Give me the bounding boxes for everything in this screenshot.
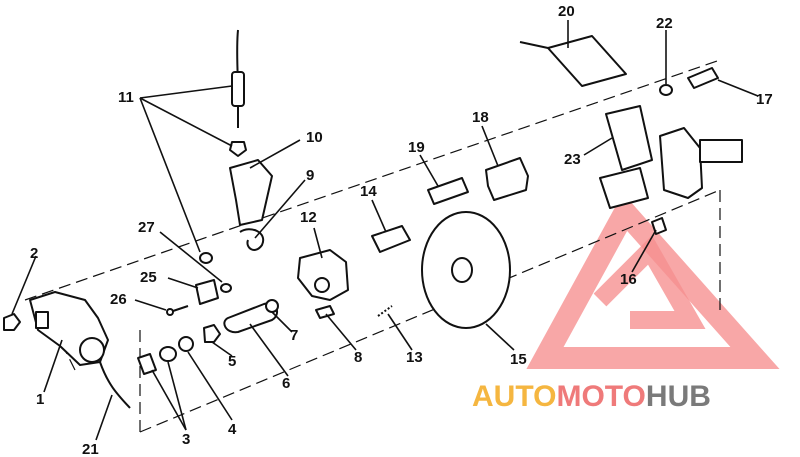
part-19-link: [427, 177, 469, 205]
part-1-mount: [35, 311, 49, 329]
part-22-washer: [659, 84, 673, 96]
part-27-nut: [199, 252, 213, 264]
callout-18: 18: [472, 109, 489, 126]
part-20-plate: [547, 35, 627, 87]
callout-4: 4: [228, 421, 237, 438]
part-23-body: [599, 167, 649, 209]
callout-9: 9: [306, 167, 314, 184]
part-7-pivot: [265, 299, 279, 313]
part-13-spring: [377, 305, 393, 317]
part-25-washer: [220, 283, 232, 293]
part-23-plate: [605, 105, 653, 171]
svg-text:AUTOMOTOHUB: AUTOMOTOHUB: [472, 380, 711, 413]
watermark-logo: [526, 193, 780, 369]
part-5-nut: [203, 324, 221, 343]
part-18-bracket: [485, 157, 529, 201]
watermark-moto: MOTO: [556, 380, 645, 413]
part-11-nut: [229, 141, 247, 157]
part-4-bushing: [178, 336, 194, 352]
callout-16: 16: [620, 271, 637, 288]
part-21-cable: [99, 361, 131, 409]
part-20-edge: [519, 41, 549, 49]
part-12-hub: [314, 277, 330, 293]
callout-23: 23: [564, 151, 581, 168]
watermark-hub: HUB: [646, 380, 711, 413]
callout-12: 12: [300, 209, 317, 226]
callout-14: 14: [360, 183, 377, 200]
callout-2: 2: [30, 245, 38, 262]
callout-10: 10: [306, 129, 323, 146]
leader-lines: [11, 20, 759, 441]
callout-3: 3: [182, 431, 190, 448]
callout-15: 15: [510, 351, 527, 368]
part-26-screw-head: [166, 308, 174, 316]
callout-5: 5: [228, 353, 236, 370]
callout-8: 8: [354, 349, 362, 366]
callout-25: 25: [140, 269, 157, 286]
watermark-wordmark: AUTOMOTOHUB: [472, 380, 711, 413]
part-3-washer: [159, 346, 177, 362]
callout-labels: 1 2 3 4 5 6 7 8 9 10 11 12 13 14 15 16 1…: [30, 3, 773, 457]
part-1-hub: [79, 337, 105, 363]
part-15-disc-hub: [451, 257, 473, 283]
callout-21: 21: [82, 441, 99, 457]
callout-17: 17: [756, 91, 773, 108]
part-11-cable-end: [231, 71, 245, 107]
part-8-key: [315, 305, 335, 319]
callout-26: 26: [110, 291, 127, 308]
callout-1: 1: [36, 391, 44, 408]
part-25-clip: [195, 279, 219, 305]
part-23-shaft: [699, 139, 743, 163]
callout-7: 7: [290, 327, 298, 344]
part-23-hub: [659, 127, 703, 199]
callout-20: 20: [558, 3, 575, 20]
watermark-auto: AUTO: [472, 380, 556, 413]
part-17-bolt: [687, 67, 719, 89]
callout-13: 13: [406, 349, 423, 366]
part-9-spring: [239, 228, 265, 251]
part-10-bracket: [229, 159, 273, 226]
part-3-bolt: [137, 353, 157, 375]
callout-27: 27: [138, 219, 155, 236]
callout-11: 11: [118, 89, 134, 106]
callout-19: 19: [408, 139, 425, 156]
part-12-housing: [297, 249, 349, 301]
callout-6: 6: [282, 375, 290, 392]
callout-22: 22: [656, 15, 673, 32]
part-14-bracket: [371, 225, 411, 253]
part-2-nut: [3, 313, 21, 331]
